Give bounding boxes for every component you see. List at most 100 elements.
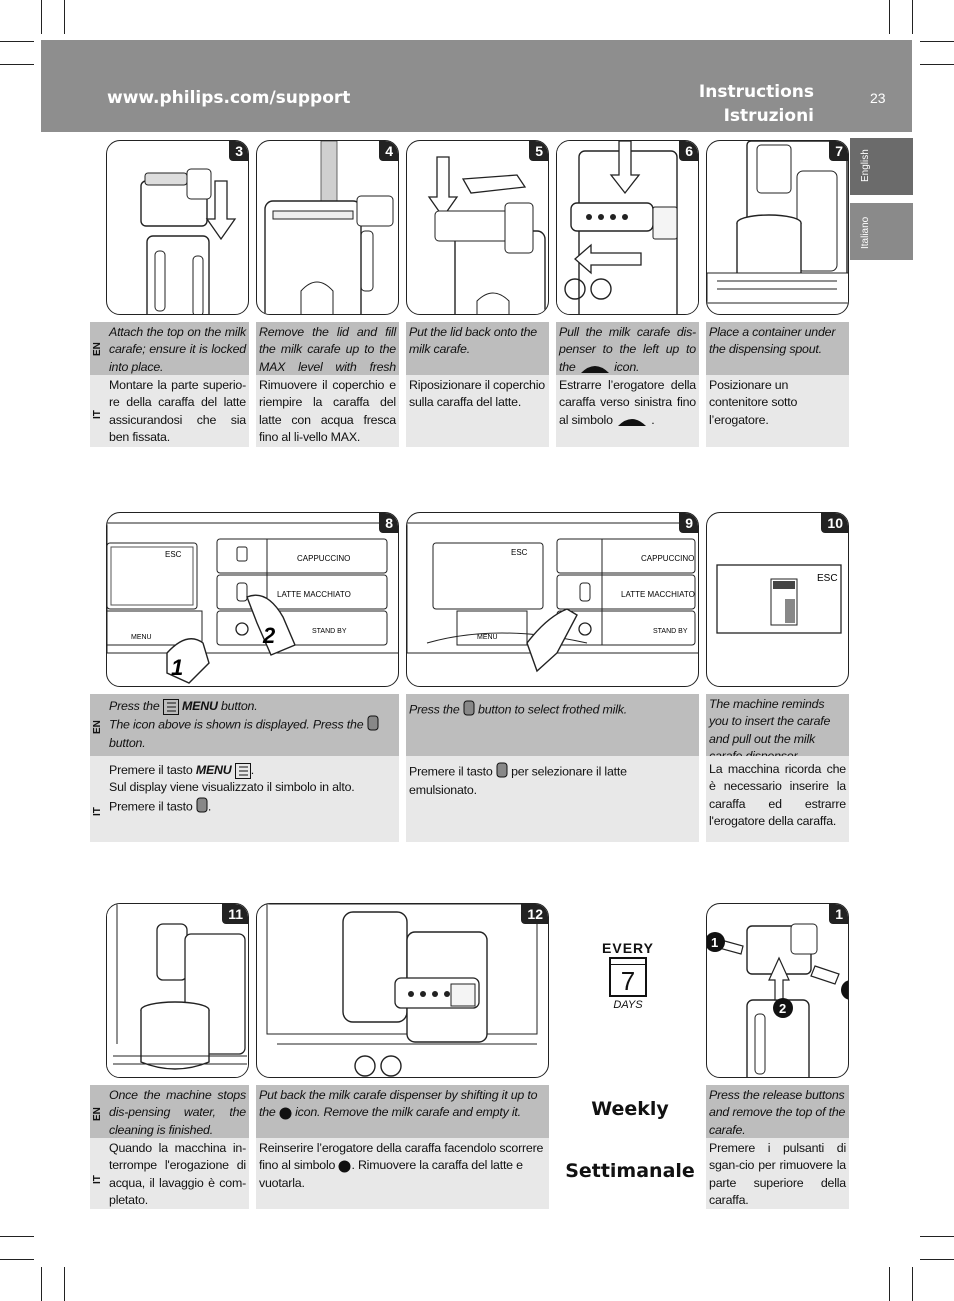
menu-icon <box>234 762 251 779</box>
lang-label-it: IT <box>90 1138 108 1209</box>
lang-label-it: IT <box>90 375 108 447</box>
step-6-illustration: 6 <box>556 140 699 315</box>
page-title: Instructions Istruzioni <box>698 82 814 126</box>
days-label: DAYS <box>613 999 643 1011</box>
dispenser-up-icon <box>338 1160 351 1173</box>
step-number-badge: 11 <box>222 904 248 924</box>
latte-macchiato-label: LATTE MACCHIATO <box>277 590 351 599</box>
step-8-illustration: ESC CAPPUCCINO LATTE MACCHIATO STAND BY … <box>106 512 399 687</box>
carafe-lid-back-illustration <box>427 156 546 314</box>
lang-label-en: EN <box>90 1085 108 1138</box>
step-10-caption-it: La macchina ricorda che è necessario ins… <box>706 756 849 842</box>
crop-mark <box>0 41 34 42</box>
crop-mark <box>41 0 42 34</box>
every-label: EVERY <box>602 940 654 956</box>
callout-1: 1 <box>711 935 718 950</box>
latte-macchiato-label: LATTE MACCHIATO <box>621 590 695 599</box>
step-number-badge: 12 <box>521 904 548 924</box>
memo-icon <box>196 797 208 813</box>
step-number-badge: 4 <box>379 141 398 161</box>
step-9-caption-en: Press the button to select frothed milk. <box>406 694 699 756</box>
crop-mark <box>889 1267 890 1301</box>
lang-label-en: EN <box>90 694 108 756</box>
crop-mark <box>64 1267 65 1301</box>
step-number-badge: 7 <box>829 141 848 161</box>
cappuccino-label: CAPPUCCINO <box>297 554 350 563</box>
step-1-illustration: 1 2 1 <box>706 903 849 1078</box>
step-10-illustration: ESC 10 <box>706 512 849 687</box>
display-reminder-illustration: ESC <box>716 564 842 634</box>
weekly-label-it: Settimanale <box>565 1160 695 1182</box>
step-10-caption-en: The machine reminds you to insert the ca… <box>706 694 849 763</box>
calendar-icon: 7 <box>609 957 647 997</box>
esc-label: ESC <box>165 550 182 559</box>
step-5-illustration: 5 <box>406 140 549 315</box>
crop-mark <box>64 0 65 34</box>
step-5-caption-it: Riposizionare il coperchio sulla caraffa… <box>406 375 549 447</box>
step-6-caption-it: Estrarre l’erogatore della caraffa verso… <box>556 375 699 447</box>
pull-dispenser-illustration <box>557 141 698 314</box>
crop-mark <box>920 41 954 42</box>
lang-label-it: IT <box>90 756 108 842</box>
calendar-day-number: 7 <box>620 966 636 996</box>
step-11-caption-it: Quando la macchina in-terrompe l'erogazi… <box>106 1138 249 1209</box>
step-7-illustration: 7 <box>706 140 849 315</box>
menu-label: MENU <box>477 634 498 641</box>
dispenser-back-illustration <box>266 904 538 1077</box>
page-header: www.philips.com/support Instructions Ist… <box>41 40 912 132</box>
dispenser-up-icon <box>279 1107 292 1120</box>
menu-label: MENU <box>131 634 152 641</box>
cappuccino-label: CAPPUCCINO <box>641 554 694 563</box>
memo-icon <box>367 715 379 731</box>
every-7-days-calendar: EVERY 7 DAYS <box>596 940 660 1030</box>
crop-mark <box>912 0 913 34</box>
callout-1: 1 <box>171 655 183 680</box>
callout-2: 2 <box>779 1001 786 1016</box>
step-8-caption-en: Press the MENU button. The icon above is… <box>106 694 399 756</box>
esc-label: ESC <box>511 548 528 557</box>
step-3-caption-en: Attach the top on the milk carafe; ensur… <box>106 322 249 375</box>
step-3-illustration: 3 <box>106 140 249 315</box>
support-url: www.philips.com/support <box>107 88 351 108</box>
crop-mark <box>41 1267 42 1301</box>
step-7-caption-it: Posizionare un contenitore sotto l’eroga… <box>706 375 849 447</box>
step-number-badge: 5 <box>529 141 548 161</box>
step-12-caption-en: Put back the milk carafe dispenser by sh… <box>256 1085 549 1138</box>
lang-label-en: EN <box>90 322 108 375</box>
crop-mark <box>0 64 34 65</box>
carafe-fill-water-illustration <box>264 141 394 314</box>
carafe-attach-top-illustration <box>140 168 237 314</box>
weekly-label-en: Weekly <box>591 1098 669 1120</box>
step-1-caption-it: Premere i pulsanti di sgan-cio per rimuo… <box>706 1138 849 1209</box>
control-panel-memo-illustration: ESC CAPPUCCINO LATTE MACCHIATO STAND BY … <box>407 522 698 673</box>
crop-mark <box>912 1267 913 1301</box>
tab-english: English <box>850 138 913 195</box>
step-11-illustration: 11 <box>106 903 249 1078</box>
step-7-caption-en: Place a container under the dispensing s… <box>706 322 849 375</box>
step-1-caption-en: Press the release buttons and remove the… <box>706 1085 849 1138</box>
step-9-illustration: ESC CAPPUCCINO LATTE MACCHIATO STAND BY … <box>406 512 699 687</box>
container-under-spout-illustration <box>707 141 848 304</box>
step-11-caption-en: Once the machine stops dis-pensing water… <box>106 1085 249 1138</box>
release-buttons-illustration: 1 2 <box>707 923 848 1077</box>
step-12-caption-it: Reinserire l’erogatore della caraffa fac… <box>256 1138 549 1209</box>
tab-italiano: Italiano <box>850 203 913 260</box>
dispenser-position-icon <box>618 418 647 426</box>
step-12-illustration: 12 <box>256 903 549 1078</box>
crop-mark <box>920 64 954 65</box>
step-4-caption-it: Rimuovere il coperchio e riempire la car… <box>256 375 399 447</box>
callout-2: 2 <box>262 623 276 648</box>
menu-icon <box>162 698 179 715</box>
crop-mark <box>920 1259 954 1260</box>
crop-mark <box>0 1259 34 1260</box>
memo-icon <box>496 762 508 778</box>
esc-label: ESC <box>817 573 838 584</box>
step-number-badge: 6 <box>679 141 698 161</box>
step-4-illustration: 4 <box>256 140 399 315</box>
control-panel-menu-illustration: ESC CAPPUCCINO LATTE MACCHIATO STAND BY … <box>107 522 398 684</box>
cleaning-finished-illustration <box>107 904 248 1077</box>
step-5-caption-en: Put the lid back onto the milk carafe. <box>406 322 549 375</box>
step-number-badge: 1 <box>829 904 848 924</box>
step-4-caption-en: Remove the lid and fill the milk carafe … <box>256 322 399 391</box>
crop-mark <box>920 1236 954 1237</box>
